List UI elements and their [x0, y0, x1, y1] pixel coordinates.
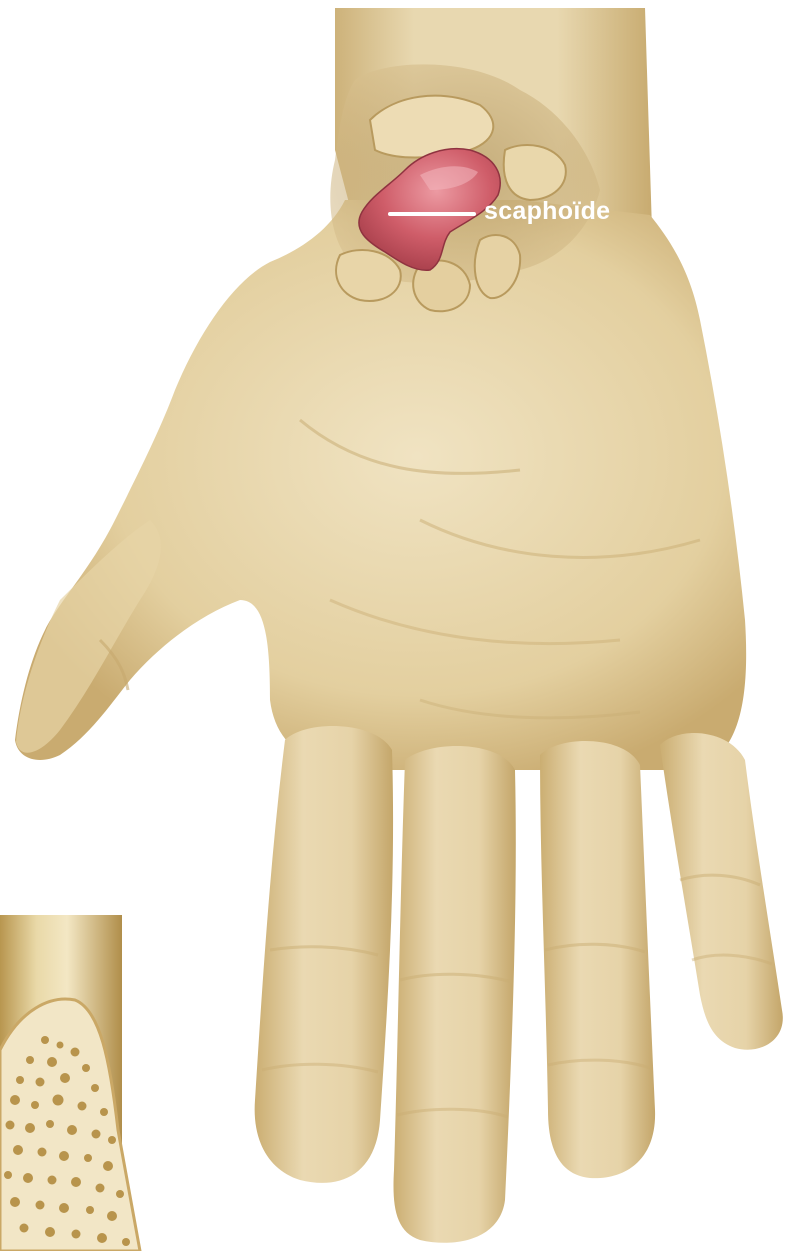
index-finger — [255, 726, 393, 1183]
ring-finger — [540, 741, 655, 1178]
bone-cross-section-inset — [0, 915, 140, 1251]
carpal-bone — [504, 145, 566, 200]
scaphoid-label: scaphoïde — [484, 197, 610, 226]
little-finger — [660, 733, 783, 1050]
middle-finger — [393, 746, 515, 1243]
